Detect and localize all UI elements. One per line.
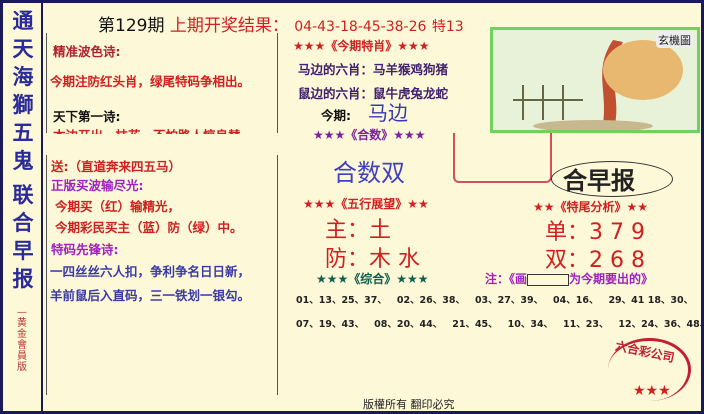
combined-note: 注：《画 为今期要出的》 [485,270,653,287]
poem1-title: 精准波色诗: [53,44,121,59]
number-group: 08、20、44、 [374,319,443,330]
number-group: 12、24、36、48、 [618,319,704,330]
combined-heading: ★★★《综合》★★★ [316,272,429,286]
wuxing-guard: 防：木 水 [325,247,420,272]
this-period-value: 马边 [368,101,408,125]
heshu-heading: ★★★《合数》★★★ [313,128,426,142]
poem4-line1: 一四丝丝六人扣，争利争名日日新， [50,264,251,279]
last-result-label: 上期开奖结果： [169,16,289,36]
note-suffix: 为今期要出的》 [569,272,654,286]
number-group: 11、23、 [563,319,609,330]
horse-side: 马边的六肖：马羊猴鸡狗猪 [298,62,449,77]
wuxing-main: 主：土 [325,218,392,243]
title-char: 海 [12,64,34,89]
issue-number: 第129期 [98,16,165,36]
number-group: 02、26、38、 [396,295,465,306]
poem3-title: 正版买波输尽光: [51,178,144,193]
rat-side: 鼠边的六肖：鼠牛虎兔龙蛇 [298,86,449,101]
hint-image: 玄機圖 [490,27,700,133]
number-group: 03、27、39、 [474,295,544,306]
banner-ellipse [551,161,673,197]
wuxing-heading: ★★★《五行展望》★★ [303,197,429,211]
divider [41,3,43,411]
title-char: 报 [12,266,34,291]
zodiac-heading: ★★★《今期特肖》★★★ [293,39,430,53]
tail-odd: 单：3 7 9 [545,220,645,245]
note-box [527,273,570,286]
poem4-title: 特码先锋诗: [51,242,119,257]
number-group: 21、45、 [452,319,498,330]
number-group: 10、34、 [507,319,554,330]
edition-label: —黄金會員版 [17,307,27,373]
title-char: 合 [12,210,34,235]
send-line: 送:（直道奔来四五马） [51,159,181,174]
tail-heading: ★★《特尾分析》★★ [533,200,649,214]
number-row-1: 01、13、25、37、 02、26、38、 03、27、39、 04、16、 … [296,292,693,306]
number-row-2: 07、19、43、 08、20、44、 21、45、 10、34、 11、23、… [296,316,704,330]
poem-box-bottom [46,155,278,395]
title-char: 天 [12,36,34,61]
title-char: 鬼 [12,148,34,173]
poem2-title: 天下第一诗: [53,109,121,124]
number-group: 04、16、 [553,295,599,306]
title-char: 獅 [12,92,34,117]
copyright: 版權所有 翻印必究 [363,398,455,411]
title-char: 通 [12,8,34,33]
poem3-line1: 今期买（红）输精光， [55,199,181,214]
poem-box-top [46,33,278,133]
note-prefix: 注：《画 [485,272,528,286]
tail-even: 双：2 6 8 [545,248,645,273]
last-result-numbers: 04-43-18-45-38-26 [294,19,427,35]
tree-illustration [513,40,683,132]
title-char: 五 [12,120,34,145]
poem4-line2: 羊前鼠后入直码，三一铁划一银勾。 [50,288,251,303]
poem3-line2: 今期彩民买主（蓝）防（绿）中。 [55,220,243,235]
header: 第129期 上期开奖结果： 04-43-18-45-38-26 特13 [98,11,464,36]
title-char: 早 [12,238,34,263]
stamp-stars: ★★★ [633,383,671,399]
number-group: 01、13、25、37、 [296,295,387,306]
banner-text: 合早报 [563,167,635,195]
poem1-line: 今期注防红头肖，绿尾特码争相出。 [50,74,251,89]
special-number: 特13 [431,19,464,35]
heshu-value: 合数双 [333,159,405,187]
stamp [608,338,691,401]
poem2-line: 本边开出一枝花，不怕路人惊良替 [53,125,241,134]
image-label: 玄機圖 [656,32,693,48]
number-group: 07、19、43、 [296,319,365,330]
this-period-label: 今期: [321,108,351,123]
title-char: 联 [12,182,34,207]
vertical-title: 通 天 海 獅 五 鬼 联 合 早 报 [9,7,37,293]
banner-frame [453,133,552,183]
number-group: 18、30、 [647,295,694,306]
number-group: 29、41 [608,295,645,306]
